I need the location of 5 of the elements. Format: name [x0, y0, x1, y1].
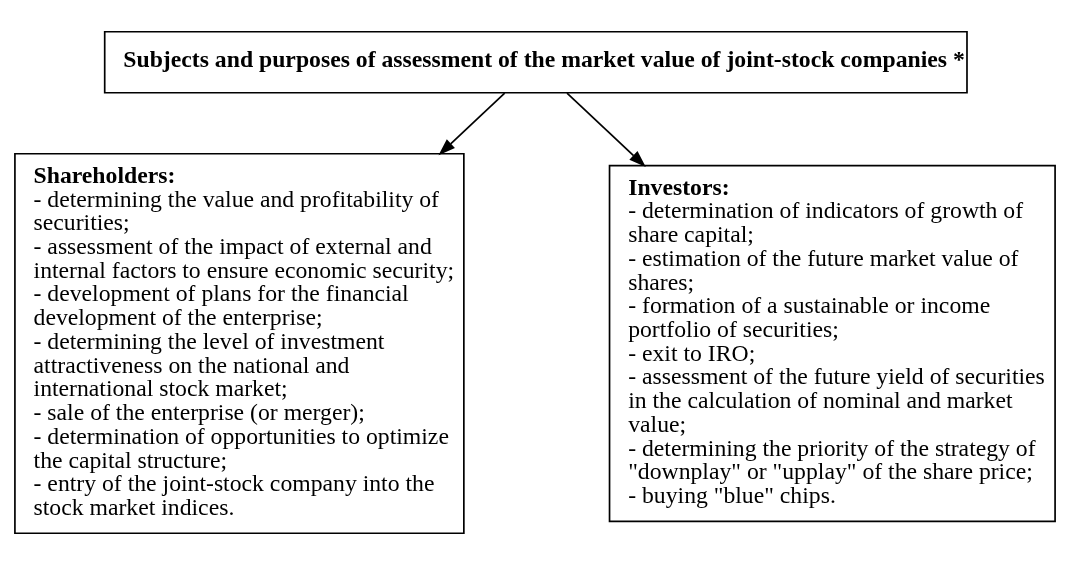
node-box: Shareholders: - determining the value and profitability of securities; - assessment of the impact of external and internal factors to ensure economic security; - development of plans for the financial development of the enterprise; - determining the level of investment attractiveness on the national and international stock market; - sale of the enterprise (or merger); - determination of opportunities to optimize the capital structure; - entry of the joint-stock company into the stock market indices.	[14, 152, 465, 535]
node-box: Investors: - determination of indicators of growth of share capital; - estimation of the future market value of shares; - formation of a sustainable or income portfolio of securities; - exit to IRO; - assessment of the future yield of securities in the calculation of nominal and market value; - determining the priority of the strategy of "downplay" or "upplay" of the share price; - buying "blue" chips.	[608, 164, 1056, 523]
node-box: Subjects and purposes of assessment of the market value of joint-stock companies *	[103, 30, 968, 94]
arrow	[438, 92, 506, 156]
arrow	[566, 92, 646, 167]
